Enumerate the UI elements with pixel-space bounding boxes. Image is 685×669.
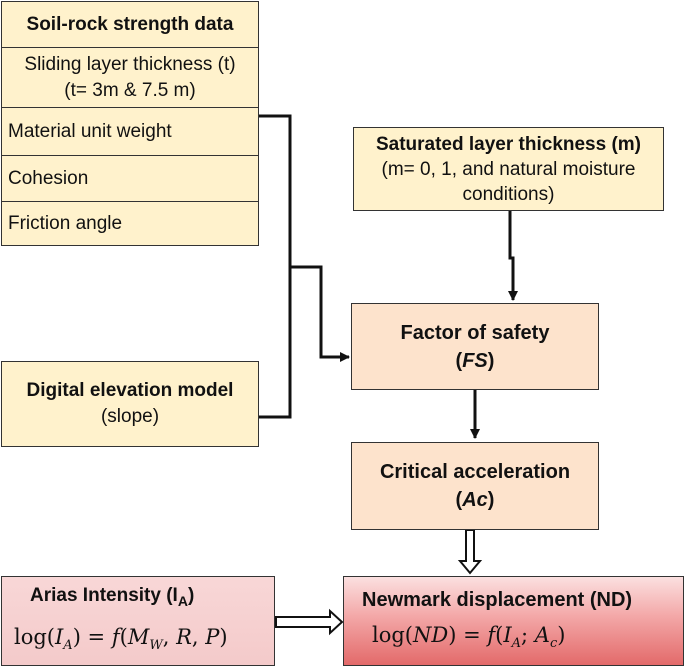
arias-box: Arias Intensity (IA) log(IA) = f(MW, R, … [1,576,275,666]
soil-rock-table: Soil-rock strength data Sliding layer th… [1,1,259,246]
saturated-line2: (m= 0, 1, and natural moisture [381,158,636,180]
saturated-box: Saturated layer thickness (m) (m= 0, 1, … [353,127,664,211]
dem-title: Digital elevation model [26,380,234,401]
arias-title-end: ) [187,585,195,606]
arias-formula: log(IA) = f(MW, R, P) [14,625,228,654]
arias-title: Arias Intensity (IA) [30,585,194,609]
arias-to-nd-arrow [275,608,344,636]
saturated-to-fs-arrow [508,211,518,301]
cohesion-text: Cohesion [8,167,89,189]
soil-rock-title-text: Soil-rock strength data [26,13,234,35]
ca-to-nd-arrow [457,529,483,575]
fs-box: Factor of safety (FS) [351,303,599,390]
sliding-layer-line2: (t= 3m & 7.5 m) [64,79,196,101]
ca-title: Critical acceleration [379,461,571,483]
unit-weight-text: Material unit weight [8,120,172,142]
arias-title-sub: A [177,592,188,609]
fs-title: Factor of safety [400,321,550,344]
saturated-title: Saturated layer thickness (m) [375,133,642,155]
arias-title-main: Arias Intensity (I [30,585,178,606]
friction-cell: Friction angle [2,201,258,246]
unit-weight-cell: Material unit weight [2,107,258,155]
ca-box: Critical acceleration (Ac) [351,442,599,530]
bracket-to-fs-arrow [290,265,350,362]
fs-symbol: (FS) [455,349,495,372]
sliding-layer-line1: Sliding layer thickness (t) [24,53,236,75]
dem-subtitle: (slope) [100,406,160,427]
dem-box: Digital elevation model (slope) [1,361,259,447]
saturated-line3: conditions) [462,183,555,205]
friction-text: Friction angle [8,213,123,234]
soil-rock-title: Soil-rock strength data [2,1,258,47]
ca-symbol: (Ac) [455,489,495,511]
soil-bracket-line [259,114,292,419]
ca-symbol-italic: Ac [462,489,488,511]
sliding-layer-cell: Sliding layer thickness (t) (t= 3m & 7.5… [2,47,258,107]
newmark-title: Newmark displacement (ND) [362,589,633,611]
fs-symbol-italic: FS [462,349,488,372]
newmark-formula: log(ND) = f(IA; Ac) [372,623,566,652]
cohesion-cell: Cohesion [2,155,258,201]
newmark-box: Newmark displacement (ND) log(ND) = f(IA… [343,576,684,666]
